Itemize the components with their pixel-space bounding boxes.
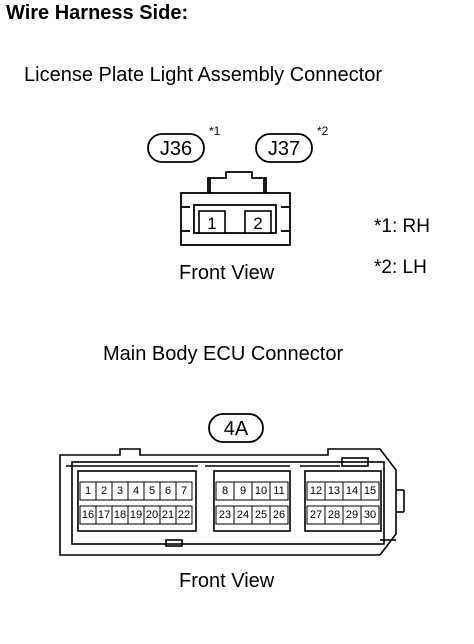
ecu-pin-number: 26 [273,509,285,521]
ecu-pin-number: 9 [240,485,246,497]
ecu-pin-number: 6 [165,485,171,497]
ecu-pin-number: 3 [117,485,123,497]
ecu-pin-number: 1 [85,485,91,497]
svg-text:2: 2 [253,214,262,233]
ecu-pin-number: 16 [82,509,94,521]
page-header: Wire Harness Side: [6,2,189,24]
ecu-pin-number: 20 [146,509,158,521]
ecu-pin-number: 8 [222,485,228,497]
ecu-pin-number: 7 [181,485,187,497]
ecu-pin-number: 23 [219,509,231,521]
license-connector-title: License Plate Light Assembly Connector [24,64,382,86]
ecu-pin-number: 28 [328,509,340,521]
svg-text:1: 1 [207,214,216,233]
j37-code: J37 [268,138,300,160]
ecu-pin-number: 27 [310,509,322,521]
j36-note-mark: *1 [209,124,221,138]
ecu-code: 4A [224,418,249,440]
ecu-pin-number: 30 [364,509,376,521]
ecu-pin-number: 2 [101,485,107,497]
ecu-pin-number: 10 [255,485,267,497]
license-pin-1: 1 [198,210,226,234]
note-lh: *2: LH [374,257,427,278]
ecu-pin-number: 25 [255,509,267,521]
ecu-pin-number: 15 [364,485,376,497]
ecu-pin-cell [360,481,380,501]
ecu-pin-number: 22 [178,509,190,521]
ecu-pin-number: 5 [149,485,155,497]
ecu-connector-title: Main Body ECU Connector [103,343,344,365]
ecu-pin-number: 18 [114,509,126,521]
license-connector-shape [180,171,291,246]
ecu-pin-cell [360,505,380,525]
ecu-front-view-label: Front View [179,570,275,592]
connector-label-j36: J36 *1 [147,124,221,163]
ecu-pin-number: 19 [130,509,142,521]
ecu-pin-number: 4 [133,485,139,497]
license-pin-2: 2 [244,210,272,234]
j37-note-mark: *2 [317,124,329,138]
ecu-pin-number: 11 [273,485,284,497]
ecu-pin-cell [175,505,193,525]
ecu-pin-number: 13 [328,485,340,497]
license-front-view-label: Front View [179,262,275,284]
connector-label-j37: J37 *2 [255,124,329,163]
connector-label-4a: 4A [208,413,264,443]
note-rh: *1: RH [374,216,430,237]
ecu-connector-shape [59,448,405,556]
ecu-pin-number: 12 [310,485,322,497]
ecu-pin-number: 24 [237,509,249,521]
ecu-pin-cell [175,481,193,501]
ecu-pin-number: 14 [346,485,358,497]
ecu-pin-number: 17 [98,509,110,521]
j36-code: J36 [160,138,192,160]
ecu-pin-number: 29 [346,509,358,521]
ecu-pin-cell [269,505,289,525]
ecu-pin-cell [269,481,289,501]
ecu-pin-number: 21 [162,509,174,521]
